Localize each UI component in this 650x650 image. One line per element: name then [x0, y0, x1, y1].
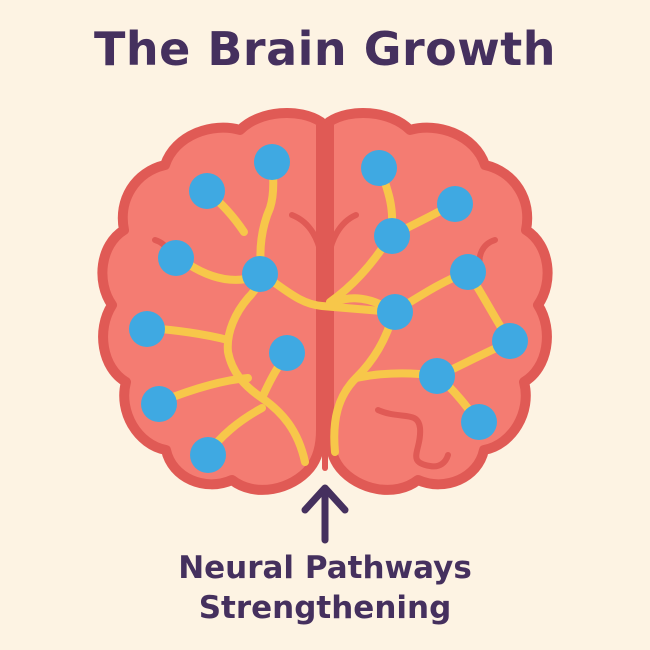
- diagram-title: The Brain Growth: [94, 22, 556, 76]
- fold-top-center: [289, 212, 325, 265]
- neuron: [190, 437, 226, 473]
- neuron: [129, 311, 165, 347]
- neuron: [361, 150, 397, 186]
- brain-right-hemisphere: [324, 108, 553, 495]
- caption-line-1: Neural Pathways: [178, 550, 472, 586]
- fold-top-center-right: [325, 212, 359, 265]
- caption-line-2: Strengthening: [198, 590, 452, 626]
- neuron: [450, 254, 486, 290]
- neuron: [158, 240, 194, 276]
- pathway-main-left: [223, 270, 309, 466]
- neuron: [419, 358, 455, 394]
- neuron: [377, 294, 413, 330]
- neuron: [141, 386, 177, 422]
- neuron: [374, 218, 410, 254]
- neuron: [492, 323, 528, 359]
- neuron: [242, 256, 278, 292]
- neuron: [269, 335, 305, 371]
- caption: Neural Pathways Strengthening: [0, 548, 650, 628]
- neuron: [254, 144, 290, 180]
- up-arrow-icon: [301, 484, 349, 544]
- neuron: [437, 186, 473, 222]
- neuron: [189, 173, 225, 209]
- fold-lower-right: [375, 407, 451, 470]
- neurons: [129, 144, 528, 473]
- pathway-cross-center: [258, 270, 398, 316]
- neuron: [461, 404, 497, 440]
